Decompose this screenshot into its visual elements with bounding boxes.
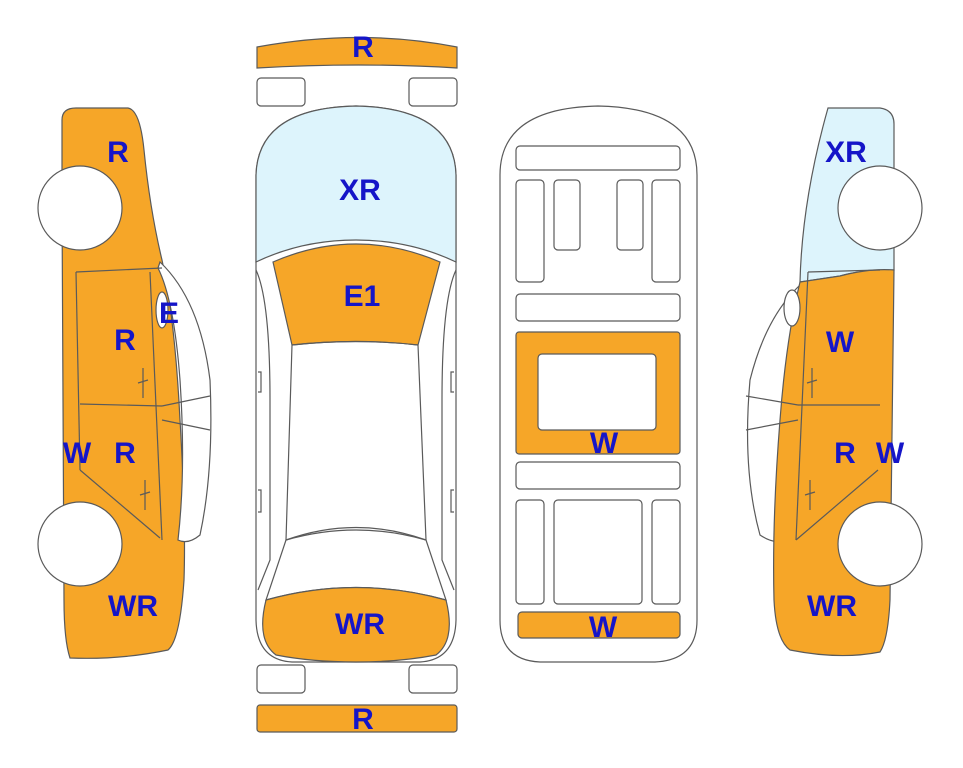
- trunk-floor-panel: [517, 611, 681, 639]
- right-rear-wheel: [837, 501, 923, 587]
- windshield-panel: [255, 105, 457, 263]
- left-front-wheel: [37, 165, 123, 251]
- left-rear-wheel: [37, 501, 123, 587]
- damage-labels: R XR E1 WR R W W R E R W R WR XR W R W W…: [63, 31, 905, 736]
- left-front-fender-label: R: [107, 136, 129, 169]
- right-rear-quarter-label: WR: [807, 590, 857, 623]
- rear-left-light: [256, 664, 306, 694]
- right-rear-door-handle: [804, 480, 816, 510]
- front-left-seat: [553, 179, 581, 251]
- left-rear-door-label: R: [114, 437, 136, 470]
- right-mirror-top: [450, 371, 454, 393]
- right-mirror: [783, 289, 801, 327]
- interior-outline: [499, 105, 698, 663]
- windshield-label: XR: [339, 174, 381, 207]
- right-side-label: W: [876, 437, 905, 470]
- right-front-glass-label: XR: [825, 136, 867, 169]
- front-right-light: [408, 77, 458, 107]
- trunk-panel: [262, 586, 450, 663]
- left-mirror-label: E: [159, 297, 179, 330]
- left-rear-quarter-label: WR: [108, 590, 158, 623]
- right-door-line-3: [795, 469, 879, 541]
- front-bumper-panel: [256, 36, 458, 69]
- rear-center-seat: [553, 499, 643, 605]
- right-window-divider-2: [745, 419, 799, 431]
- left-b-pillar: [149, 271, 163, 541]
- right-front-door-label: W: [826, 326, 855, 359]
- left-rear-door-handle: [139, 480, 151, 510]
- rear-bumper-panel: [256, 704, 458, 733]
- right-front-wheel: [837, 165, 923, 251]
- center-bar: [515, 293, 681, 322]
- left-door-line-2: [79, 403, 163, 407]
- right-door-line-1: [807, 269, 881, 273]
- front-right-seat: [616, 179, 644, 251]
- left-door-line-3: [79, 469, 161, 539]
- left-door-frame: [75, 271, 81, 471]
- dashboard: [515, 145, 681, 171]
- cabin-outline: [285, 340, 427, 541]
- interior-floor-label: W: [590, 427, 619, 460]
- left-mirror: [155, 291, 169, 329]
- left-front-door-label: R: [114, 324, 136, 357]
- rear-right-seat: [651, 499, 681, 605]
- left-side-window-top: [255, 269, 271, 591]
- rear-bar: [515, 461, 681, 490]
- left-front-door-handle: [137, 368, 149, 398]
- right-side-window-top: [441, 269, 457, 591]
- roof-front-label: WR: [335, 608, 385, 641]
- left-side-label: W: [63, 437, 92, 470]
- right-rear-door-label: R: [834, 437, 856, 470]
- front-left-light: [256, 77, 306, 107]
- right-front-door-handle: [806, 368, 818, 398]
- front-right-seat-side: [651, 179, 681, 283]
- left-door-handle-top: [258, 489, 262, 513]
- right-window-divider: [745, 395, 799, 406]
- right-b-pillar: [795, 271, 809, 541]
- right-door-handle-top: [450, 489, 454, 513]
- left-window-divider-2: [161, 419, 211, 431]
- rear-left-seat: [515, 499, 545, 605]
- floor-inner: [537, 353, 657, 431]
- interior-rear-label: W: [589, 611, 618, 644]
- left-door-line-1: [75, 267, 163, 273]
- left-mirror-top: [258, 371, 262, 393]
- front-left-seat-side: [515, 179, 545, 283]
- front-bumper-label: R: [352, 31, 374, 64]
- rear-right-light: [408, 664, 458, 694]
- left-window-divider: [161, 395, 211, 407]
- hood-label: E1: [344, 280, 381, 313]
- rear-bumper-label: R: [352, 703, 374, 736]
